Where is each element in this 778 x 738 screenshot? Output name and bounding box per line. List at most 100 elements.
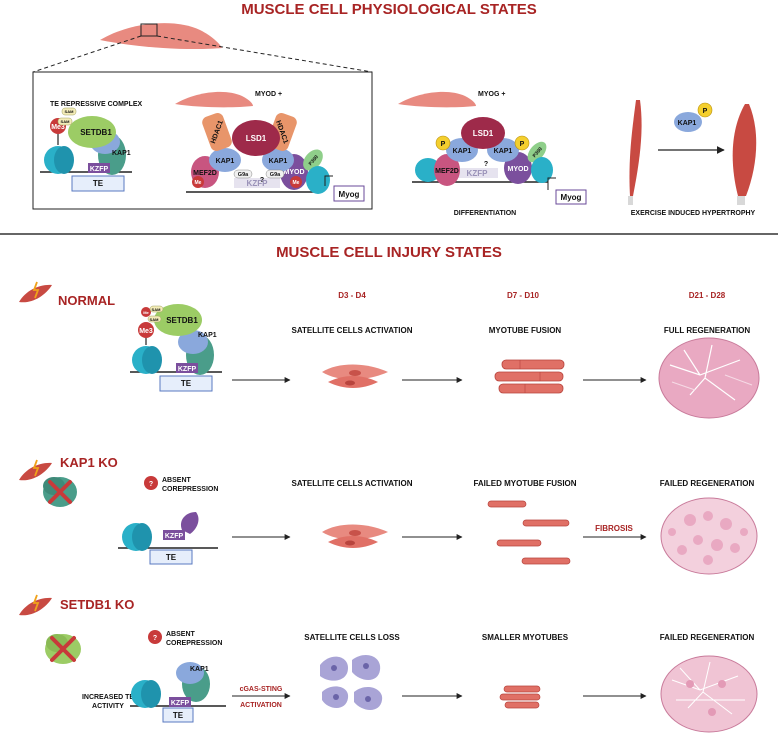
svg-text:KZFP: KZFP xyxy=(171,700,190,707)
svg-text:COREPRESSION: COREPRESSION xyxy=(166,640,222,647)
svg-text:SAM: SAM xyxy=(150,317,160,322)
svg-text:G9a: G9a xyxy=(270,172,281,178)
svg-text:?: ? xyxy=(260,177,264,184)
normal-stage1-label: SATELLITE CELLS ACTIVATION xyxy=(291,326,412,335)
svg-text:KZFP: KZFP xyxy=(467,169,489,178)
setdb1ko-te-complex: TE KAP1 KZFP xyxy=(130,662,226,723)
svg-text:Me: Me xyxy=(293,180,300,186)
svg-text:Me3: Me3 xyxy=(51,124,65,131)
svg-text:P: P xyxy=(703,108,708,115)
svg-text:ABSENT: ABSENT xyxy=(162,477,192,484)
svg-text:SAM: SAM xyxy=(61,119,71,124)
svg-text:KZFP: KZFP xyxy=(178,366,197,373)
svg-text:KAP1: KAP1 xyxy=(216,158,235,165)
svg-text:Me: Me xyxy=(143,310,149,315)
svg-text:TE: TE xyxy=(93,179,104,188)
time-label-1: D3 - D4 xyxy=(338,291,366,300)
normal-myotubes-icon xyxy=(494,359,565,394)
svg-text:KAP1: KAP1 xyxy=(453,148,472,155)
svg-text:TE: TE xyxy=(173,711,184,720)
svg-text:KZFP: KZFP xyxy=(165,533,184,540)
setdb1ko-label: SETDB1 KO xyxy=(60,597,134,612)
svg-text:?: ? xyxy=(153,635,157,642)
svg-text:KAP1: KAP1 xyxy=(190,666,209,673)
svg-text:MYOG +: MYOG + xyxy=(478,91,505,98)
svg-text:COREPRESSION: COREPRESSION xyxy=(162,486,218,493)
kap1ko-stage3-label: FAILED REGENERATION xyxy=(660,479,755,488)
setdb1ko-stage1-label: SATELLITE CELLS LOSS xyxy=(304,633,400,642)
svg-text:KAP1: KAP1 xyxy=(678,120,697,127)
satellite-cells-loss-icon xyxy=(320,655,383,710)
svg-text:?: ? xyxy=(484,161,488,168)
kap1ko-row: KAP1 KO ? ABSENT COREPRESSION TE KZFP SA… xyxy=(19,455,758,575)
svg-text:SETDB1: SETDB1 xyxy=(166,316,198,325)
setdb1ko-muscle-icon xyxy=(19,594,52,616)
increased-te-label-2: ACTIVITY xyxy=(92,703,124,710)
kap1ko-separate-myotubes-icon xyxy=(487,500,571,565)
cgas-sting-label-1: cGAS-STING xyxy=(240,686,283,693)
svg-text:TE: TE xyxy=(166,553,177,562)
kap1-knockout-icon xyxy=(43,477,77,507)
time-label-2: D7 - D10 xyxy=(507,291,540,300)
zoom-line-right xyxy=(156,35,373,73)
time-label-3: D21 - D28 xyxy=(689,291,726,300)
te-complex-inset: TE Me3 KAP1 KZFP SETDB1 SAM SAM xyxy=(40,107,132,192)
kap1ko-absent-corepression: ? ABSENT COREPRESSION xyxy=(144,476,218,493)
svg-text:P: P xyxy=(441,141,446,148)
svg-text:Myog: Myog xyxy=(339,190,360,199)
svg-text:MYOD: MYOD xyxy=(284,169,305,176)
svg-text:MEF2D: MEF2D xyxy=(193,170,217,177)
svg-text:G9a: G9a xyxy=(238,172,249,178)
hypertrophy-panel: KAP1 P EXERCISE INDUCED HYPERTROPHY xyxy=(628,100,757,217)
cgas-sting-label-2: ACTIVATION xyxy=(240,702,282,709)
setdb1ko-row: SETDB1 KO ? ABSENT COREPRESSION INCREASE… xyxy=(19,594,758,733)
svg-text:KAP1: KAP1 xyxy=(112,150,131,157)
kap1ko-tissue-failed-regeneration xyxy=(660,497,758,575)
kap1ko-label: KAP1 KO xyxy=(60,455,118,470)
kap1ko-te-complex: TE KZFP xyxy=(118,512,218,565)
svg-text:SETDB1: SETDB1 xyxy=(80,128,112,137)
svg-text:MYOD: MYOD xyxy=(508,166,529,173)
kap1ko-stage1-label: SATELLITE CELLS ACTIVATION xyxy=(291,479,412,488)
fibrosis-label: FIBROSIS xyxy=(595,524,633,533)
setdb1ko-tissue-failed-regeneration xyxy=(660,655,758,733)
setdb1ko-absent-corepression: ? ABSENT COREPRESSION xyxy=(148,630,222,647)
differentiation-label: DIFFERENTIATION xyxy=(454,210,516,217)
normal-tissue-full-regeneration xyxy=(658,337,760,419)
normal-label: NORMAL xyxy=(58,293,115,308)
svg-text:KAP1: KAP1 xyxy=(494,148,513,155)
svg-text:KZFP: KZFP xyxy=(90,166,109,173)
te-complex-label: TE REPRESSIVE COMPLEX xyxy=(50,101,143,108)
svg-text:Me: Me xyxy=(195,180,202,186)
normal-stage2-label: MYOTUBE FUSION xyxy=(489,326,562,335)
differentiation-complex: MYOG + KZFP MEF2D MYOD P300 KAP1 KAP1 ? … xyxy=(398,91,587,217)
injury-title: MUSCLE CELL INJURY STATES xyxy=(276,244,502,261)
setdb1ko-stage3-label: FAILED REGENERATION xyxy=(660,633,755,642)
svg-text:MYOD +: MYOD + xyxy=(255,91,282,98)
smaller-myotubes-icon xyxy=(499,685,541,709)
normal-activated-cells-icon xyxy=(322,364,388,388)
setdb1ko-stage2-label: SMALLER MYOTUBES xyxy=(482,633,569,642)
normal-stage3-label: FULL REGENERATION xyxy=(664,326,751,335)
normal-te-complex: TE Me3 KAP1 KZFP SETDB1 Me SAM SAM xyxy=(130,304,222,392)
increased-te-label-1: INCREASED TE xyxy=(82,694,134,701)
svg-text:P: P xyxy=(520,141,525,148)
svg-text:Myog: Myog xyxy=(561,193,582,202)
kap1ko-stage2-label: FAILED MYOTUBE FUSION xyxy=(473,479,576,488)
normal-muscle-icon xyxy=(19,281,52,303)
zoom-line-left xyxy=(32,35,142,73)
setdb1-knockout-icon xyxy=(45,634,81,664)
svg-text:SAM: SAM xyxy=(65,109,75,114)
svg-text:Me3: Me3 xyxy=(139,328,153,335)
myod-complex: MYOD + KZFP MEF2D Me MYOD Me P300 KAP1 K… xyxy=(175,91,365,202)
hypertrophy-label: EXERCISE INDUCED HYPERTROPHY xyxy=(631,210,756,217)
svg-text:MEF2D: MEF2D xyxy=(435,168,459,175)
normal-row: NORMAL TE Me3 KAP1 KZFP SETDB1 Me SAM SA… xyxy=(19,281,760,419)
svg-text:KZFP: KZFP xyxy=(247,179,269,188)
svg-text:?: ? xyxy=(149,481,153,488)
svg-text:TE: TE xyxy=(181,379,192,388)
kap1ko-muscle-icon xyxy=(19,459,52,481)
physio-title: MUSCLE CELL PHYSIOLOGICAL STATES xyxy=(241,1,537,18)
kap1ko-activated-cells-icon xyxy=(322,524,388,548)
